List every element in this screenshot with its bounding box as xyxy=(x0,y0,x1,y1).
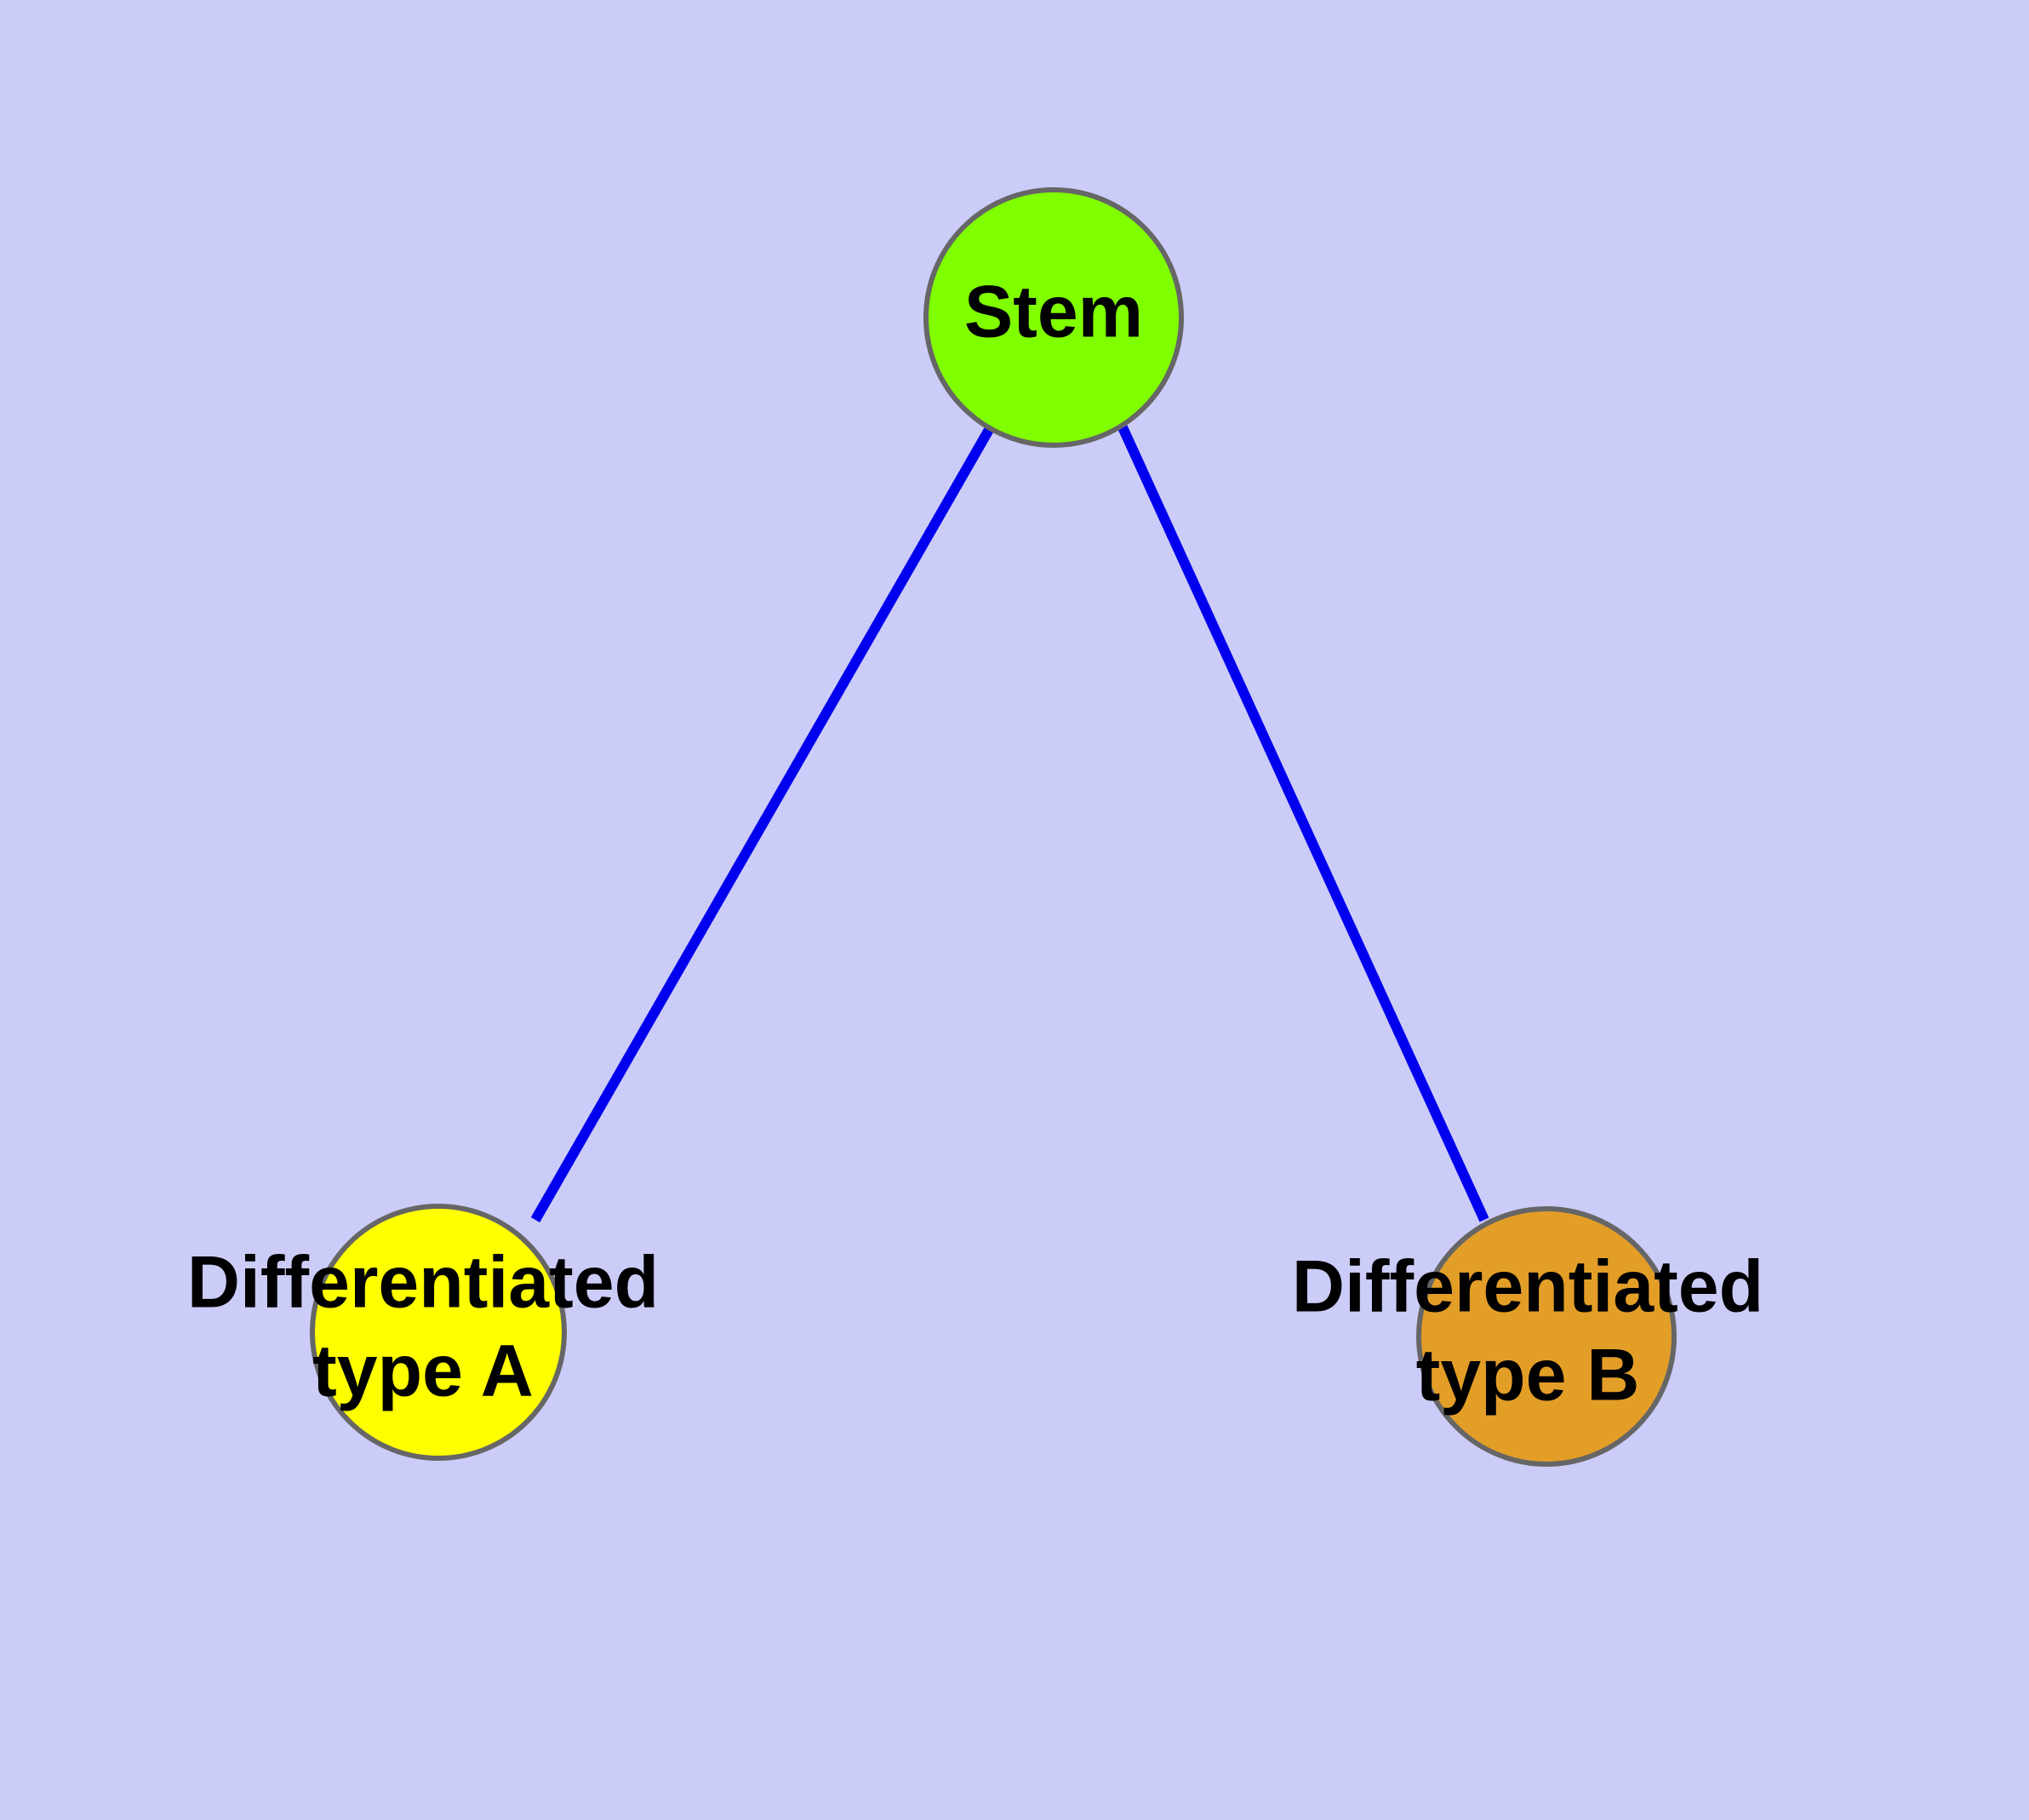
graph-node-label-line: Stem xyxy=(964,272,1143,353)
graph-node-label-line: type A xyxy=(312,1331,534,1412)
graph-edge-stem-to-diff_a[interactable] xyxy=(530,426,995,1222)
edges-layer xyxy=(530,425,1489,1222)
graph-node-label-line: Differentiated xyxy=(187,1242,659,1324)
graph-edge-stem-to-diff_b[interactable] xyxy=(1117,425,1489,1222)
graph-node-label-stem: Stem xyxy=(964,272,1143,353)
graph-node-label-line: Differentiated xyxy=(1292,1246,1763,1328)
nodes-layer xyxy=(310,187,1677,1467)
graph-node-label-line: type B xyxy=(1416,1335,1640,1417)
graph-node-diff_a[interactable] xyxy=(310,1204,567,1461)
graph-node-stem[interactable] xyxy=(923,187,1184,448)
graph-node-diff_b[interactable] xyxy=(1416,1206,1677,1467)
